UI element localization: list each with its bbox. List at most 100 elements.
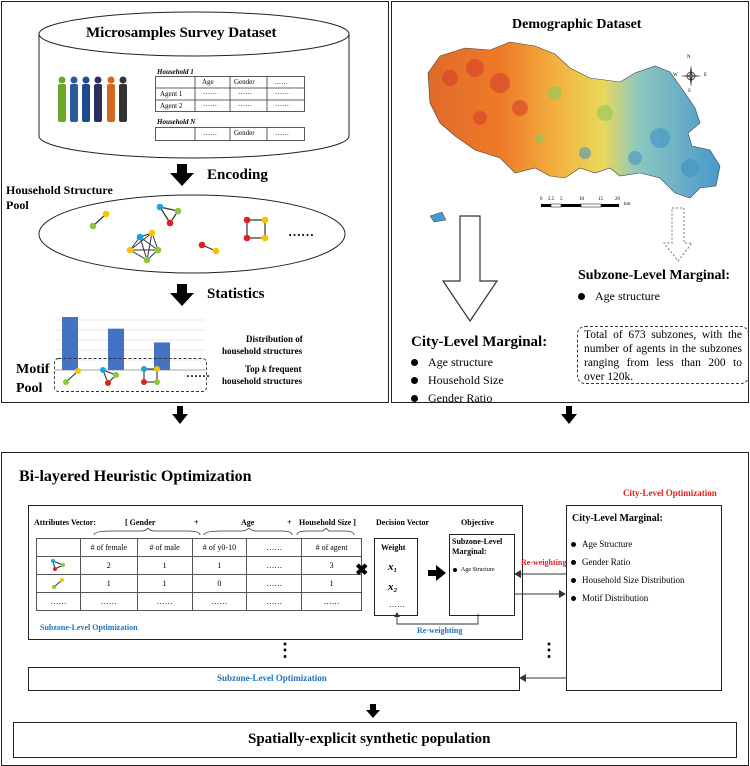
household-1-label: Household 1 (157, 68, 194, 76)
city-marginal-item: Gender Ratio (411, 391, 492, 406)
subzone-level-arrow-icon (662, 207, 694, 262)
table-cell: …… (36, 592, 81, 611)
table-cell: …… (246, 556, 303, 575)
agent-1-cell: …… (275, 88, 289, 96)
down-arrow-right-icon (561, 406, 577, 424)
distribution-label-line1: Distribution of (246, 334, 303, 344)
agent-2-cell: …… (203, 100, 217, 108)
table-cell: 0 (191, 574, 248, 593)
city-level-arrow-icon (441, 215, 499, 323)
city-box-item: Household Size Distribution (571, 575, 685, 585)
table-cell: …… (246, 592, 303, 611)
city-marginal-item: Household Size (411, 373, 504, 388)
survey-title: Microsamples Survey Dataset (86, 25, 277, 41)
attributes-table: # of female # of male # of y0-10 …… # of… (36, 538, 362, 611)
objective-label: Objective (461, 518, 494, 527)
motif-pool-box (54, 358, 207, 392)
pool-title-line1: Household Structure (6, 183, 113, 197)
reweighting-loop (394, 612, 479, 625)
attributes-vector-label: Attributes Vector: (34, 518, 96, 527)
encoding-arrow-icon (170, 164, 194, 186)
row-arrow-icon (519, 674, 567, 682)
motif-pool-line2: Pool (16, 381, 43, 396)
column-header: # of y0-10 (191, 538, 248, 557)
scale-tick: 20 (615, 197, 620, 202)
scale-tick: 0 (540, 197, 543, 202)
vertical-ellipsis: ⋮ (276, 640, 294, 660)
subzone-marginal-title: Subzone-Level Marginal: (578, 268, 731, 283)
household-n-cell: Gender (234, 129, 255, 137)
topk-label-line2: household structures (222, 376, 303, 386)
motif-pool-line1: Motif (16, 362, 50, 377)
household-n-cell: …… (203, 129, 217, 137)
group-plus: + (287, 518, 292, 527)
agent-2-cell: …… (238, 100, 252, 108)
reweighting-red-label: Re-weighting (521, 558, 567, 567)
table-cell: 1 (136, 556, 193, 575)
table-row: 2 1 1 …… 3 (36, 556, 362, 575)
subzone-optimization-label: Subzone-Level Optimization (217, 673, 327, 683)
table-cell: …… (301, 592, 362, 611)
city-box-item: Motif Distribution (571, 593, 648, 603)
table-cell: …… (246, 574, 303, 593)
scale-tick: 2.5 (548, 197, 555, 202)
table-row: …… …… …… …… …… …… (36, 592, 362, 611)
compass-n: N (687, 55, 691, 60)
pool-title-line2: Pool (6, 198, 29, 212)
group-plus: + (194, 518, 199, 527)
people-icon (58, 76, 127, 122)
statistics-label: Statistics (207, 286, 265, 302)
city-box-item: Gender Ratio (571, 557, 630, 567)
table-cell: …… (136, 592, 193, 611)
table-header-gender: Gender (234, 78, 255, 86)
compass-icon (680, 65, 702, 87)
weight-x2: x₂ (388, 581, 398, 593)
household-structure-pool (38, 194, 346, 274)
topk-label-line1: Top k frequent (245, 364, 302, 374)
scale-unit: km (624, 202, 631, 207)
table-cell: 1 (136, 574, 193, 593)
city-marginal-title: City-Level Marginal: (411, 334, 548, 350)
pool-ellipsis: …… (288, 224, 314, 239)
table-cell: 1 (79, 574, 138, 593)
reweighting-blue-label: Re-weighting (417, 626, 463, 635)
multiply-icon: ✖ (355, 562, 369, 579)
weight-label: Weight (381, 543, 406, 552)
city-box-title: City-Level Marginal: (572, 513, 663, 524)
decision-vector-label: Decision Vector (376, 518, 430, 527)
city-optimization-label: City-Level Optimization (623, 488, 717, 498)
compass-w: W (673, 73, 678, 78)
agent-1-cell: …… (238, 88, 252, 96)
household-n-table (155, 127, 305, 141)
table-header-age: Age (202, 78, 214, 86)
group-household-size: Household Size ] (299, 518, 356, 527)
table-cell: …… (79, 592, 138, 611)
vertical-ellipsis: ⋮ (540, 640, 558, 660)
scale-bar (541, 203, 619, 208)
subzone-optimization-row (28, 667, 520, 691)
output-arrow-icon (366, 704, 380, 718)
table-header-row: # of female # of male # of y0-10 …… # of… (36, 538, 362, 557)
table-header-more: …… (274, 78, 288, 86)
table-cell: 1 (301, 574, 362, 593)
weight-box (374, 538, 418, 616)
household-1-table (155, 76, 305, 112)
group-age: Age (241, 518, 255, 527)
household-n-label: Household N (157, 118, 196, 126)
city-marginal-item: Age structure (411, 355, 493, 370)
table-cell: …… (191, 592, 248, 611)
distribution-bar (108, 328, 124, 370)
group-gender: [ Gender (125, 518, 156, 527)
distribution-bar (154, 342, 170, 370)
table-cell: 2 (79, 556, 138, 575)
scale-tick: 15 (598, 197, 603, 202)
motif-triangle-icon (36, 556, 81, 575)
weight-more: …… (389, 600, 405, 609)
down-arrow-left-icon (172, 406, 188, 424)
group-braces (93, 528, 355, 536)
output-box (13, 722, 737, 758)
objective-box-title: Subzone-Level Marginal: (452, 537, 503, 556)
subzone-note: Total of 673 subzones, with the number o… (584, 329, 742, 383)
motif-pair-icon (36, 574, 81, 593)
column-header: # of male (136, 538, 193, 557)
